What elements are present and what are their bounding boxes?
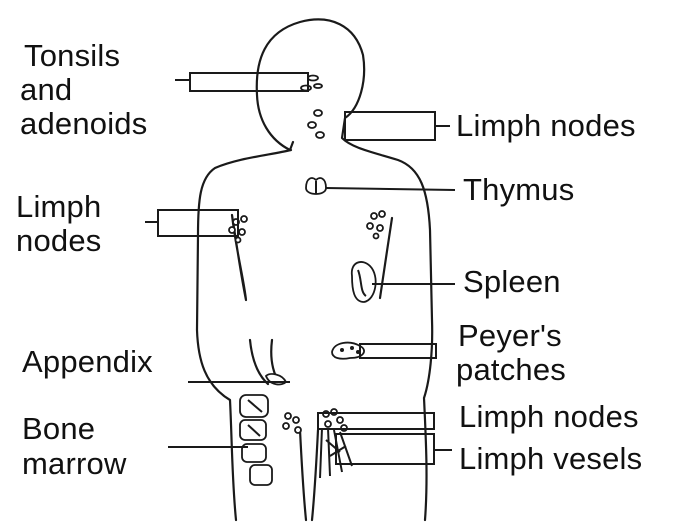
label-groin-lymph-nodes: Limph nodes — [459, 398, 639, 436]
groin-lymph-nodes-left-icon — [283, 413, 301, 433]
tonsils-icon — [301, 76, 322, 91]
inner-legs — [300, 430, 318, 520]
leader-arm-nodes — [145, 210, 238, 236]
armpit-lymph-nodes-right-icon — [367, 211, 385, 239]
label-tonsils-line2: and — [20, 71, 72, 109]
leader-peyers — [360, 344, 436, 358]
label-thymus: Thymus — [463, 171, 574, 209]
neck-lymph-nodes-icon — [308, 110, 324, 138]
label-peyers-line2: patches — [456, 351, 566, 389]
leader-neck-nodes — [345, 112, 450, 140]
label-tonsils-line3: adenoids — [20, 105, 147, 143]
body-outline-left — [197, 142, 293, 520]
torso-seam-left — [250, 340, 268, 384]
thymus-icon — [306, 178, 326, 194]
label-bone-marrow-line2: marrow — [22, 445, 127, 483]
label-tonsils-line1: Tonsils — [24, 37, 120, 75]
label-neck-lymph-nodes: Limph nodes — [456, 107, 636, 145]
leader-tonsils — [175, 73, 308, 91]
leader-vessels — [336, 434, 452, 464]
label-lymph-vessels: Limph vesels — [459, 440, 642, 478]
spleen-icon — [352, 262, 376, 302]
label-appendix: Appendix — [22, 343, 153, 381]
label-arm-nodes-line1: Limph — [16, 188, 101, 226]
label-arm-nodes-line2: nodes — [16, 222, 101, 260]
label-spleen: Spleen — [463, 263, 561, 301]
bone-marrow-icon — [240, 395, 272, 485]
label-bone-marrow-line1: Bone — [22, 410, 95, 448]
label-peyers-line1: Peyer's — [458, 317, 562, 355]
leader-thymus — [326, 188, 455, 190]
